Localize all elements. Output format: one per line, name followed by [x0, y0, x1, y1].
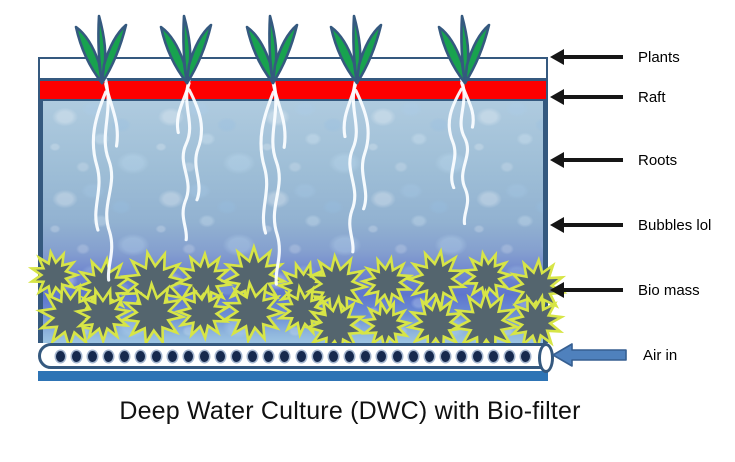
biomass-blob: [358, 254, 415, 310]
air-hole: [56, 350, 66, 362]
biomass-blob: [404, 247, 468, 311]
biomass-blob: [303, 293, 368, 358]
biomass-blob: [275, 283, 332, 339]
root-strand: [91, 78, 119, 282]
tank-bottom: [38, 371, 548, 381]
root-strand: [175, 78, 204, 242]
air-hole: [376, 350, 386, 362]
air-hole: [216, 350, 226, 362]
air-hole: [456, 350, 466, 362]
air-hole: [520, 350, 530, 362]
biomass-blob: [173, 284, 232, 343]
water-layer: [27, 78, 568, 358]
air-hole: [152, 350, 162, 362]
air-hole: [360, 350, 370, 362]
left-arrow-icon: [550, 88, 623, 105]
air-hole: [328, 350, 338, 362]
air-in-block-arrow-icon: [552, 343, 627, 367]
annotation-raft: Raft: [550, 86, 735, 108]
left-arrow-icon: [550, 48, 623, 65]
left-arrow-icon: [550, 216, 623, 233]
tank-rim: [38, 57, 548, 80]
air-hole: [264, 350, 274, 362]
left-arrow-icon: [550, 281, 623, 298]
tank: [27, 57, 568, 381]
air-hole: [72, 350, 82, 362]
air-hole: [88, 350, 98, 362]
biomass-blob: [220, 279, 287, 345]
annotation-air-in: Air in: [550, 343, 735, 367]
air-hole: [392, 350, 402, 362]
biomass-blob: [505, 292, 566, 353]
air-hole: [504, 350, 514, 362]
annotation-plants: Plants: [550, 46, 735, 68]
root-strand: [259, 78, 287, 286]
air-hole: [136, 350, 146, 362]
label-biomass: Bio mass: [638, 281, 700, 299]
label-air-in: Air in: [643, 346, 678, 364]
diagram-title: Deep Water Culture (DWC) with Bio-filter: [119, 397, 581, 425]
air-hole: [104, 350, 114, 362]
air-hole: [344, 350, 354, 362]
biomass-layer: [27, 242, 568, 358]
left-arrow-icon: [550, 151, 623, 168]
annotation-bubbles: Bubbles lol: [550, 214, 735, 236]
air-hole: [232, 350, 242, 362]
air-hole: [120, 350, 130, 362]
air-hole: [184, 350, 194, 362]
air-hole: [440, 350, 450, 362]
root-strand: [447, 78, 475, 226]
air-hole: [168, 350, 178, 362]
label-plants: Plants: [638, 48, 680, 66]
air-hole: [280, 350, 290, 362]
air-hole: [248, 350, 258, 362]
air-pipe-end-cap: [538, 343, 554, 373]
biomass-blob: [119, 279, 188, 348]
root-strand: [342, 78, 370, 254]
annotation-biomass: Bio mass: [550, 279, 735, 301]
label-roots: Roots: [638, 151, 678, 169]
air-pipe: [38, 343, 554, 373]
roots-layer: [91, 78, 475, 286]
air-hole: [488, 350, 498, 362]
label-bubbles: Bubbles lol: [638, 216, 712, 234]
air-hole: [408, 350, 418, 362]
biomass-blob: [73, 285, 133, 346]
air-hole: [312, 350, 322, 362]
label-raft: Raft: [638, 88, 666, 106]
air-hole: [424, 350, 434, 362]
annotation-roots: Roots: [550, 149, 735, 171]
biomass-blob: [460, 249, 515, 304]
air-hole: [296, 350, 306, 362]
air-hole: [472, 350, 482, 362]
air-hole: [200, 350, 210, 362]
biomass-blob: [359, 298, 414, 353]
